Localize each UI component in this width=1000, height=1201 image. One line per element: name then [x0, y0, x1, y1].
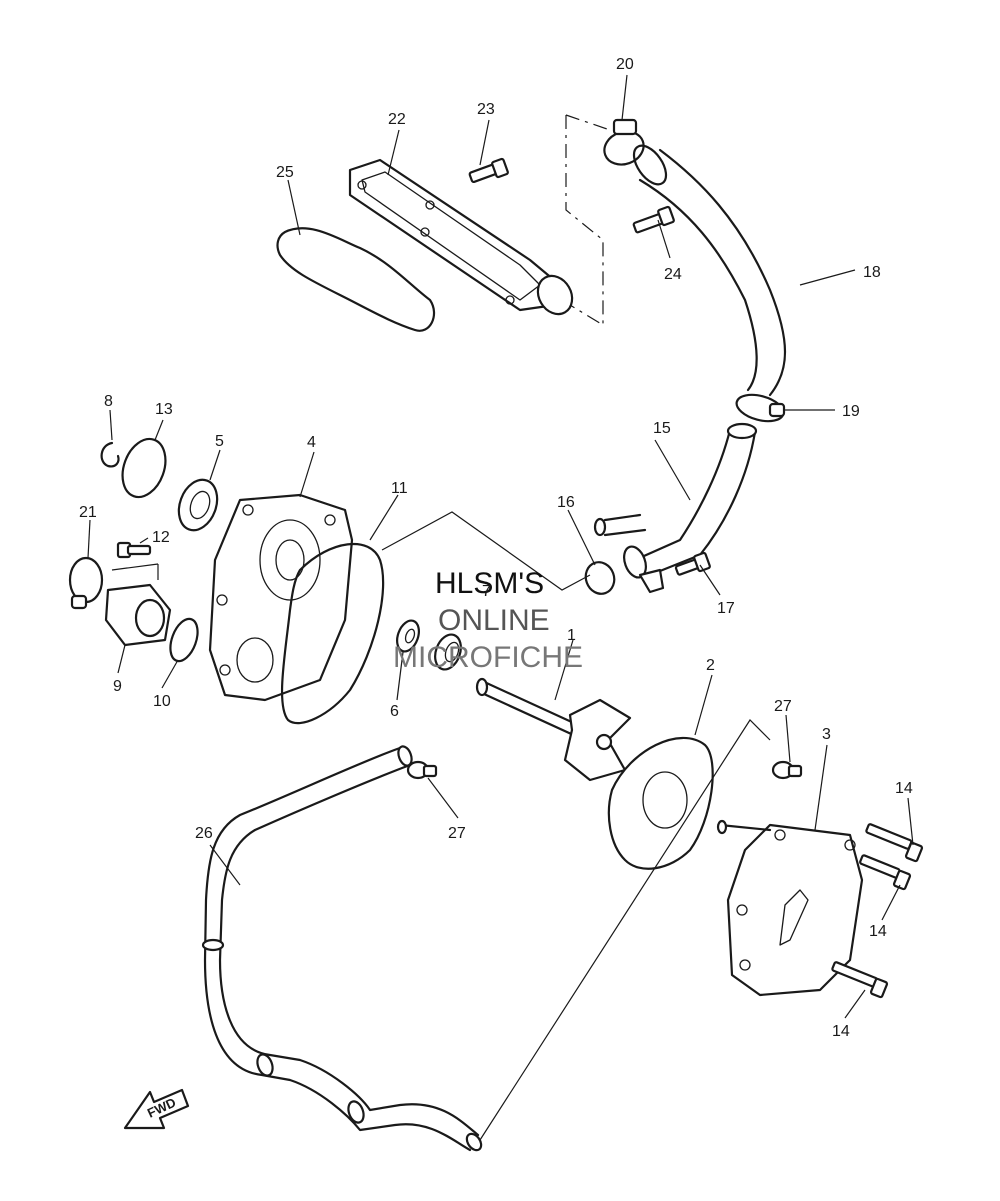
callout-22: 22 [388, 111, 406, 128]
callout-21: 21 [79, 504, 97, 521]
part-7-mechanical-seal[interactable] [431, 631, 466, 673]
part-10-o-ring[interactable] [165, 615, 203, 665]
part-24-bolt[interactable] [632, 205, 675, 234]
callout-labels: 1 2 3 4 5 6 7 8 9 10 11 12 13 14 14 14 1… [79, 56, 913, 1040]
part-19-hose-clamp[interactable] [734, 390, 787, 426]
callout-1: 1 [567, 627, 576, 644]
callout-3: 3 [822, 726, 831, 743]
part-23-bolt[interactable] [468, 157, 509, 184]
callout-24: 24 [664, 266, 682, 283]
part-8-circlip[interactable] [100, 441, 120, 468]
part-2-cover-plate[interactable] [607, 736, 714, 870]
callout-27-b: 27 [774, 698, 792, 715]
leader-lines [87, 74, 914, 1019]
callout-6: 6 [390, 703, 399, 720]
callout-7: 7 [482, 583, 491, 600]
part-26-hose[interactable] [201, 745, 484, 1153]
part-20-hose-clamp[interactable] [600, 118, 649, 170]
part-18-hose[interactable] [628, 140, 786, 397]
callout-14-b: 14 [869, 923, 887, 940]
part-14-bolt-a[interactable] [865, 823, 924, 863]
callout-23: 23 [477, 101, 495, 118]
part-1-impeller-shaft[interactable] [475, 677, 632, 782]
part-15-water-pipe[interactable] [593, 422, 758, 594]
callout-11: 11 [391, 480, 408, 497]
callout-4: 4 [307, 434, 316, 451]
part-9-water-pump-fitting[interactable] [104, 563, 172, 647]
callout-5: 5 [215, 433, 224, 450]
part-5-bearing[interactable] [172, 474, 224, 535]
part-12-bolt[interactable] [116, 541, 152, 559]
assembly-line-20 [565, 115, 604, 327]
callout-16: 16 [557, 494, 575, 511]
watermark-line-1: HLSM'S [435, 567, 544, 600]
part-17-bolt[interactable] [674, 551, 711, 576]
part-3-water-pump-cover[interactable] [716, 819, 864, 997]
callout-20: 20 [616, 56, 634, 73]
callout-10: 10 [153, 693, 171, 710]
part-21-hose-clamp[interactable] [68, 556, 104, 610]
part-14-bolt-c[interactable] [831, 961, 889, 999]
callout-19: 19 [842, 403, 860, 420]
part-25-gasket[interactable] [276, 227, 436, 332]
part-4-water-pump-housing[interactable] [208, 493, 354, 702]
assembly-line-3 [479, 719, 771, 1141]
callout-15: 15 [653, 420, 671, 437]
part-11-o-ring[interactable] [280, 542, 385, 725]
forward-direction-arrow: FWD [123, 1088, 190, 1130]
callout-14-a: 14 [895, 780, 913, 797]
callout-13: 13 [155, 401, 173, 418]
callout-14-c: 14 [832, 1023, 850, 1040]
callout-9: 9 [113, 678, 122, 695]
part-27-clamp-b[interactable] [771, 760, 803, 780]
watermark-line-2: ONLINE [438, 604, 550, 637]
callout-8: 8 [104, 393, 113, 410]
part-13-o-ring[interactable] [115, 433, 173, 503]
part-27-clamp-a[interactable] [406, 760, 438, 780]
watermark-line-3: MICROFICHE [393, 641, 583, 674]
part-14-bolt-b[interactable] [859, 854, 912, 891]
callout-26: 26 [195, 825, 213, 842]
callout-12: 12 [152, 529, 170, 546]
callout-17: 17 [717, 600, 735, 617]
watermark: HLSM'S ONLINE MICROFICHE [393, 567, 583, 674]
callout-18: 18 [863, 264, 881, 281]
callout-27-a: 27 [448, 825, 466, 842]
callout-2: 2 [706, 657, 715, 674]
part-16-o-ring[interactable] [581, 558, 618, 598]
assembly-line-20b [565, 114, 611, 131]
assembly-line-11 [381, 511, 591, 591]
part-22-water-pipe-cover[interactable] [348, 158, 579, 320]
part-6-oil-seal[interactable] [393, 618, 423, 655]
callout-25: 25 [276, 164, 294, 181]
